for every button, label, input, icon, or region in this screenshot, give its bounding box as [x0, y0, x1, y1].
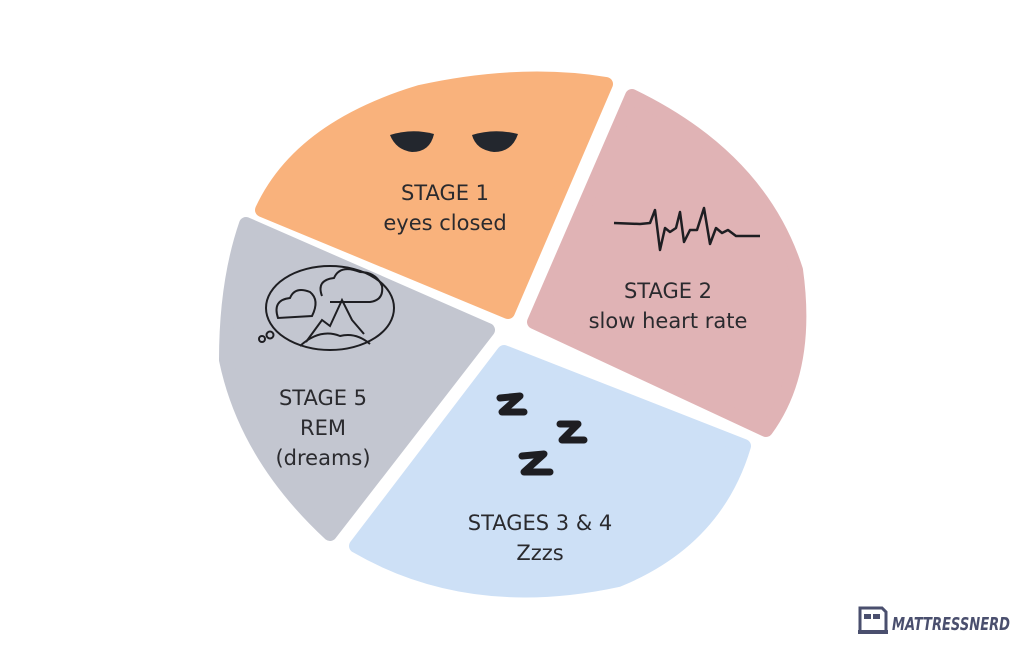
stage-1-title: STAGE 1	[400, 181, 490, 205]
stage-5-label: STAGE 5 REM (dreams)	[275, 383, 370, 473]
segment-stage-5	[219, 217, 495, 541]
stage-5-subtitle-2: (dreams)	[275, 446, 371, 470]
stage-2-subtitle: slow heart rate	[588, 309, 748, 333]
stages-3-4-subtitle: Zzzs	[516, 541, 564, 565]
stage-2-title: STAGE 2	[623, 279, 713, 303]
stages-3-4-title: STAGES 3 & 4	[467, 511, 613, 535]
stage-5-subtitle: REM	[300, 416, 346, 440]
segment-stage-2	[527, 89, 807, 437]
stage-1-subtitle: eyes closed	[383, 211, 507, 235]
svg-text:MATTRESSNERD: MATTRESSNERD	[892, 614, 1010, 635]
zzz-icon	[496, 392, 588, 476]
stage-2-label: STAGE 2 slow heart rate	[589, 276, 748, 336]
closed-eyes-icon	[390, 131, 518, 152]
stages-3-4-label: STAGES 3 & 4 Zzzs	[468, 508, 613, 568]
stage-1-label: STAGE 1 eyes closed	[383, 178, 506, 238]
heartbeat-icon	[613, 206, 760, 252]
dream-bubble-icon	[258, 265, 395, 351]
stage-5-title: STAGE 5	[278, 386, 368, 410]
mattressnerd-logo: MATTRESSNERD	[858, 606, 1010, 635]
segment-stage-1	[255, 71, 613, 319]
